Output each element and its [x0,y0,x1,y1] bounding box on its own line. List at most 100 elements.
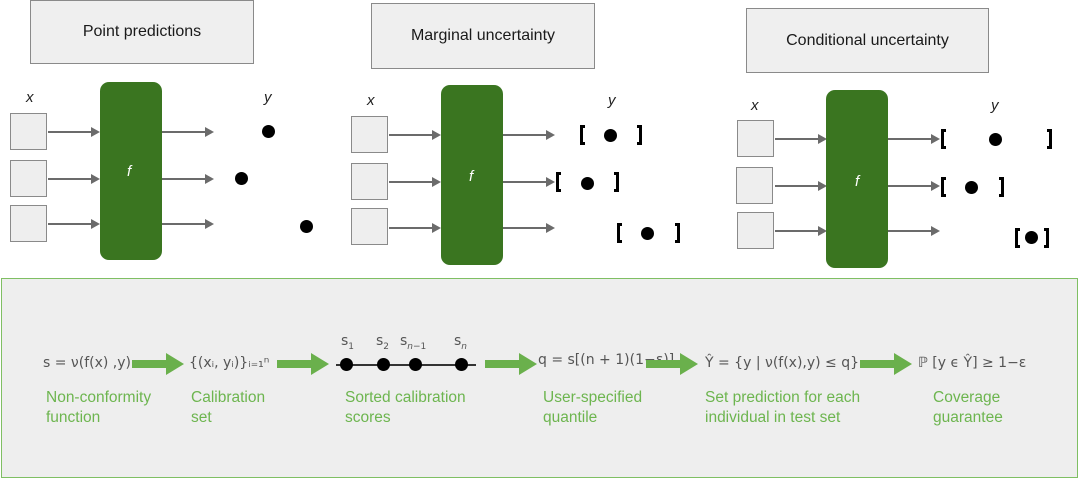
score-label-s2: s2 [376,333,390,352]
interval-left-bracket [1015,228,1020,248]
interval-left-bracket [617,223,622,243]
arrow-icon [389,223,441,233]
output-label-y: y [264,89,272,106]
input-label-x: x [751,97,759,114]
formula-text: Ŷ = {y | ν(f(x),y) ≤ q} [705,355,860,371]
point-prediction-dot [300,220,313,233]
input-box [10,205,47,242]
input-box [351,163,388,200]
green-arrow-icon [132,353,184,375]
caption-line: Coverage [933,389,1001,406]
interval-right-bracket [1047,129,1052,149]
point-prediction-dot [262,125,275,138]
input-label-x: x [26,89,34,106]
interval-left-bracket [941,177,946,197]
score-dot [340,358,353,371]
arrow-icon [162,174,214,184]
caption-line: scores [345,409,391,426]
caption-calibration-set: Calibration set [191,388,265,428]
function-label: f [127,163,132,180]
formula-text: {(xᵢ, yᵢ)}ᵢ₌₁ⁿ [189,355,270,371]
score-dot [409,358,422,371]
input-box [10,113,47,150]
input-box [737,212,774,249]
interval-center-dot [581,177,594,190]
formula-text: ℙ [y ϵ Ŷ] ≥ 1−ε [918,355,1027,371]
caption-quantile: User-specified quantile [543,388,642,428]
arrow-icon [888,134,940,144]
output-label-y: y [991,97,999,114]
formula-text: q = s[(n + 1)(1−ε)] [538,352,675,368]
interval-right-bracket [614,172,619,192]
panel-title-conditional-uncertainty: Conditional uncertainty [746,8,989,73]
caption-nonconformity: Non-conformity function [46,388,151,428]
function-label: f [855,173,860,190]
score-label-sn-1: sn−1 [400,333,427,352]
input-box [351,208,388,245]
caption-line: Set prediction for each [705,389,861,406]
caption-line: Non-conformity [46,389,152,406]
score-dot [455,358,468,371]
arrow-icon [775,134,827,144]
scores-number-line [336,364,476,366]
arrow-icon [48,219,100,229]
model-function-box [441,85,503,265]
arrow-icon [389,177,441,187]
score-label-s1: s1 [341,333,355,352]
arrow-icon [503,223,555,233]
panel-title-text: Conditional uncertainty [786,31,949,49]
interval-left-bracket [941,129,946,149]
caption-line: User-specified [543,389,643,406]
caption-coverage: Coverage guarantee [933,388,1003,428]
arrow-icon [162,127,214,137]
output-label-y: y [608,92,616,109]
arrow-icon [503,130,555,140]
formula-text: s = ν(f(x) ,y) [43,355,131,371]
interval-right-bracket [999,177,1004,197]
nonconformity-formula: s = ν(f(x) ,y) [43,355,131,371]
interval-left-bracket [556,172,561,192]
caption-line: Sorted calibration [345,389,466,406]
green-arrow-icon [860,353,912,375]
score-dot [377,358,390,371]
arrow-icon [888,181,940,191]
panel-title-point-predictions: Point predictions [30,0,254,64]
caption-line: set [191,409,212,426]
point-prediction-dot [235,172,248,185]
caption-sorted-scores: Sorted calibration scores [345,388,466,428]
arrow-icon [775,226,827,236]
caption-line: guarantee [933,409,1003,426]
green-arrow-icon [485,353,537,375]
arrow-icon [48,174,100,184]
caption-line: function [46,409,101,426]
calibration-set-formula: {(xᵢ, yᵢ)}ᵢ₌₁ⁿ [189,355,269,371]
model-function-box [100,82,162,260]
caption-line: quantile [543,409,598,426]
input-label-x: x [367,92,375,109]
green-arrow-icon [277,353,329,375]
interval-right-bracket [1044,228,1049,248]
model-function-box [826,90,888,268]
arrow-icon [503,177,555,187]
input-box [737,120,774,157]
input-box [10,160,47,197]
quantile-formula: q = s[(n + 1)(1−ε)] [538,352,674,368]
panel-title-marginal-uncertainty: Marginal uncertainty [371,3,595,69]
arrow-icon [162,219,214,229]
interval-center-dot [1025,231,1038,244]
caption-line: individual in test set [705,409,841,426]
arrow-icon [389,130,441,140]
caption-set-prediction: Set prediction for each individual in te… [705,388,860,428]
score-label-sn: sn [454,333,468,352]
arrow-icon [48,127,100,137]
input-box [736,167,773,204]
function-label: f [469,168,474,185]
interval-right-bracket [637,125,642,145]
interval-right-bracket [675,223,680,243]
panel-title-text: Point predictions [82,23,202,40]
set-prediction-formula: Ŷ = {y | ν(f(x),y) ≤ q} [705,355,859,371]
panel-title-text: Marginal uncertainty [410,27,556,44]
coverage-formula: ℙ [y ϵ Ŷ] ≥ 1−ε [918,355,1026,371]
input-box [351,116,388,153]
interval-center-dot [604,129,617,142]
